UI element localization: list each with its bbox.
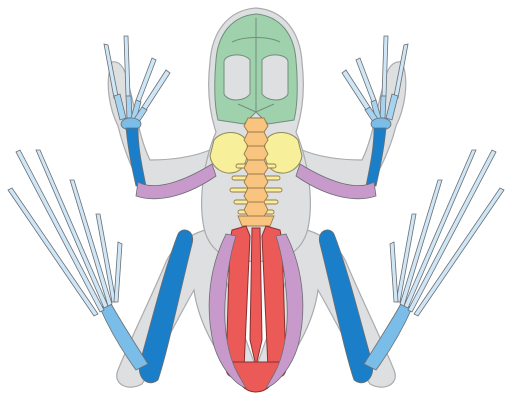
vertebra-icon: [244, 188, 268, 202]
vertebra-icon: [244, 118, 268, 132]
vertebra-icon: [244, 132, 268, 146]
urostyle: [250, 228, 262, 366]
sacrum: [238, 216, 274, 226]
vertebra-icon: [244, 160, 268, 174]
vertebra-icon: [244, 202, 268, 216]
vertebra-icon: [244, 146, 268, 160]
skull-icon: [215, 14, 298, 124]
right-eye-socket: [262, 55, 288, 100]
left-eye-socket: [224, 55, 250, 100]
vertebra-icon: [244, 174, 268, 188]
